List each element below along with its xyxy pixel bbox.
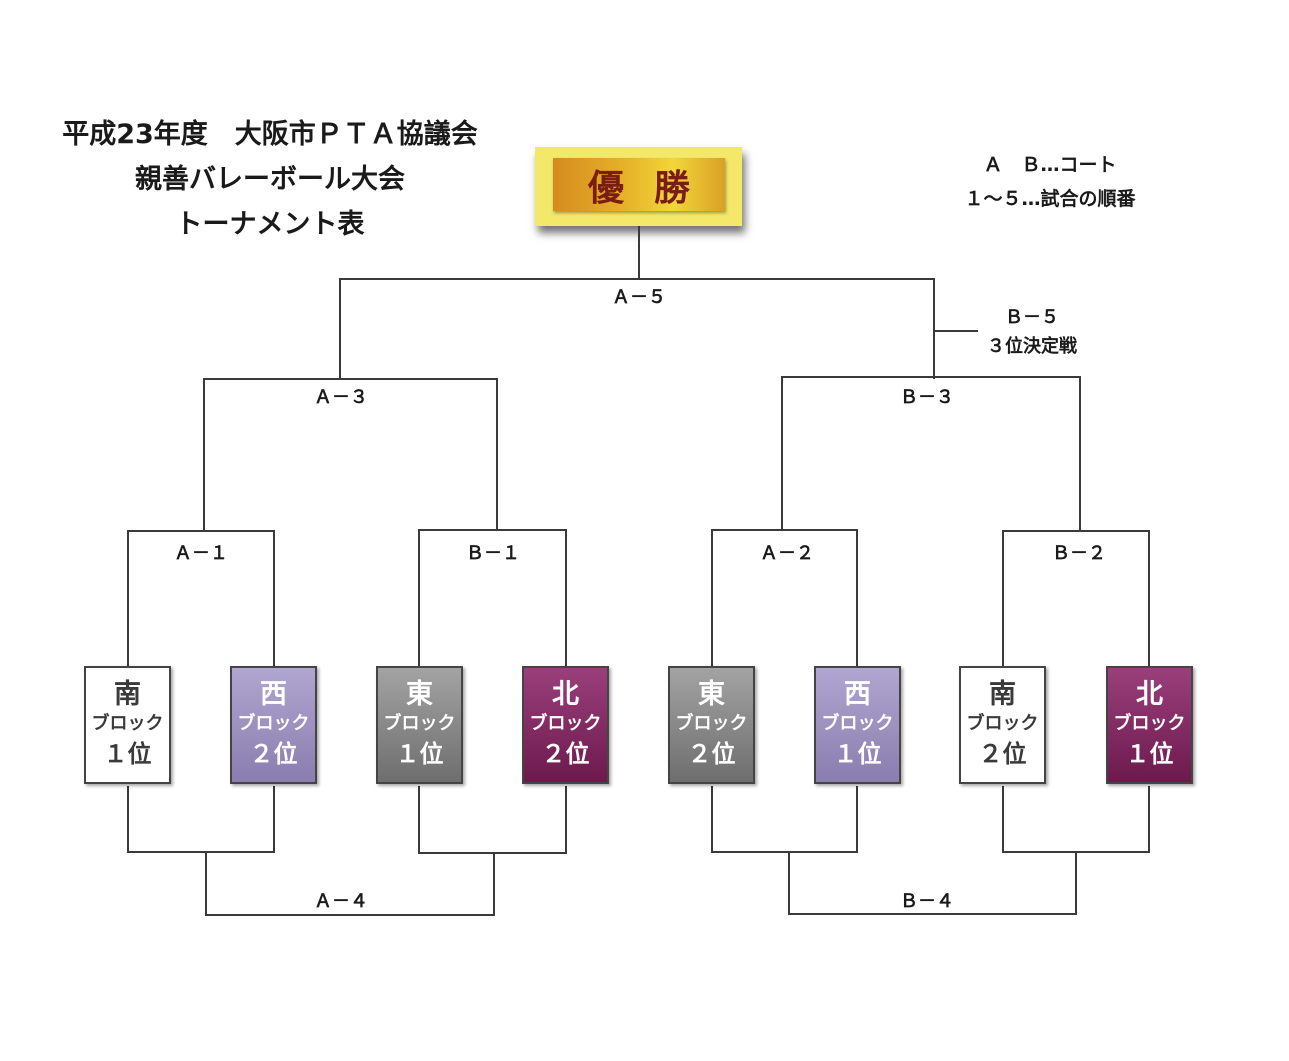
- bottom-b4-bracket: [788, 852, 1077, 915]
- team-box-north-2: 北 ブロック ２位: [522, 666, 609, 784]
- team-rank: １位: [833, 740, 882, 768]
- match-label-b5: Ｂ－５: [1005, 307, 1059, 328]
- team-box-south-1: 南 ブロック １位: [84, 666, 171, 784]
- team-suffix: ブロック: [383, 713, 456, 734]
- team-block: 北: [552, 679, 579, 710]
- team-suffix: ブロック: [821, 713, 894, 734]
- match-label-b3: Ｂ－３: [900, 387, 954, 408]
- semi-a3-bracket: [203, 378, 498, 531]
- team-suffix: ブロック: [529, 713, 602, 734]
- title-line-1: 平成23年度 大阪市ＰＴＡ協議会: [62, 119, 478, 150]
- team-block: 西: [844, 679, 871, 710]
- team-block: 東: [698, 679, 725, 710]
- bottom-right-pair-1: [711, 786, 858, 853]
- team-rank: １位: [103, 740, 152, 768]
- legend-order: １～５…試合の順番: [964, 188, 1136, 210]
- team-box-north-1: 北 ブロック １位: [1106, 666, 1193, 784]
- qf-b1-bracket: [418, 529, 567, 666]
- match-label-b2: Ｂ－２: [1052, 543, 1106, 564]
- third-place-label: ３位決定戦: [987, 336, 1077, 357]
- match-label-b4: Ｂ－４: [900, 891, 954, 912]
- match-label-b1: Ｂ－１: [466, 543, 520, 564]
- final-bracket: [339, 278, 935, 379]
- team-rank: ２位: [687, 740, 736, 768]
- team-rank: １位: [1125, 740, 1174, 768]
- bottom-a4-bracket: [205, 852, 495, 916]
- bottom-left-pair-2: [418, 786, 567, 854]
- team-rank: １位: [395, 740, 444, 768]
- team-suffix: ブロック: [675, 713, 748, 734]
- match-label-a5: Ａ－５: [612, 287, 666, 308]
- team-block: 西: [260, 679, 287, 710]
- team-block: 南: [114, 679, 141, 710]
- match-label-a4: Ａ－４: [314, 891, 368, 912]
- legend: Ａ Ｂ…コート １～５…試合の順番: [920, 148, 1180, 216]
- team-box-south-2: 南 ブロック ２位: [959, 666, 1046, 784]
- team-block: 南: [989, 679, 1016, 710]
- team-suffix: ブロック: [237, 713, 310, 734]
- team-rank: ２位: [249, 740, 298, 768]
- team-rank: ２位: [541, 740, 590, 768]
- team-block: 東: [406, 679, 433, 710]
- team-suffix: ブロック: [966, 713, 1039, 734]
- team-box-east-2: 東 ブロック ２位: [668, 666, 755, 784]
- bottom-left-pair-1: [127, 786, 275, 853]
- team-box-east-1: 東 ブロック １位: [376, 666, 463, 784]
- qf-a1-bracket: [127, 530, 275, 666]
- match-label-a3: Ａ－３: [314, 387, 368, 408]
- team-suffix: ブロック: [1113, 713, 1186, 734]
- qf-a2-bracket: [711, 529, 858, 666]
- title-line-2: 親善バレーボール大会: [135, 164, 405, 195]
- match-label-a1: Ａ－１: [174, 543, 228, 564]
- team-block: 北: [1136, 679, 1163, 710]
- bottom-right-pair-2: [1002, 786, 1150, 853]
- tournament-title: 平成23年度 大阪市ＰＴＡ協議会 親善バレーボール大会 トーナメント表: [30, 112, 510, 247]
- team-box-west-1: 西 ブロック １位: [814, 666, 901, 784]
- semi-b3-bracket: [781, 376, 1081, 531]
- team-rank: ２位: [978, 740, 1027, 768]
- team-suffix: ブロック: [91, 713, 164, 734]
- legend-court: Ａ Ｂ…コート: [983, 154, 1117, 176]
- qf-b2-bracket: [1002, 530, 1150, 666]
- title-line-3: トーナメント表: [175, 209, 365, 240]
- match-label-a2: Ａ－２: [760, 543, 814, 564]
- champion-label: 優勝: [553, 158, 725, 211]
- team-box-west-2: 西 ブロック ２位: [230, 666, 317, 784]
